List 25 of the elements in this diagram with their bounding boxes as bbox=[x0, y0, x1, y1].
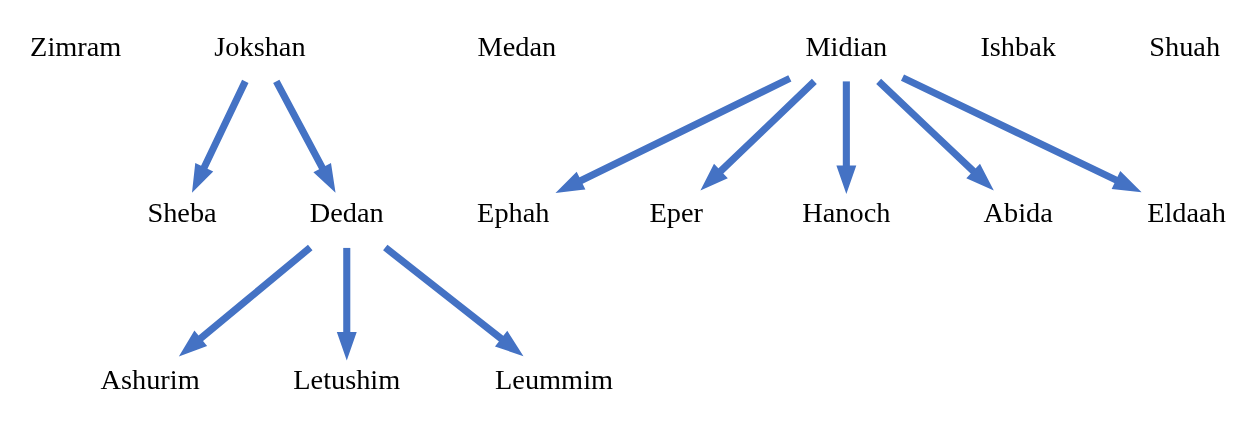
node-text: Ishbak bbox=[980, 30, 1056, 62]
node-text: Shuah bbox=[1149, 30, 1221, 62]
arrow bbox=[336, 247, 357, 361]
arrow bbox=[900, 74, 1142, 193]
node-text: Eper bbox=[649, 197, 704, 229]
node-text: Eldaah bbox=[1147, 197, 1226, 229]
node-text: Zimram bbox=[30, 30, 122, 62]
node-text: Dedan bbox=[309, 197, 384, 229]
node-text: Midian bbox=[805, 30, 888, 62]
node-text: Ashurim bbox=[100, 363, 200, 395]
arrow bbox=[555, 75, 792, 194]
node-text: Ephah bbox=[477, 197, 550, 229]
arrow bbox=[700, 78, 817, 191]
node-text: Medan bbox=[477, 30, 557, 62]
arrow bbox=[178, 244, 313, 357]
node-text: Hanoch bbox=[802, 197, 891, 229]
node-text: Jokshan bbox=[214, 30, 306, 62]
node-text: Letushim bbox=[293, 363, 401, 395]
node-text: Abida bbox=[983, 197, 1053, 229]
arrow bbox=[273, 79, 336, 193]
arrow bbox=[383, 244, 524, 357]
arrow bbox=[876, 78, 994, 191]
node-text: Sheba bbox=[147, 197, 217, 229]
node-text: Leummim bbox=[495, 363, 614, 395]
arrow bbox=[192, 79, 249, 193]
